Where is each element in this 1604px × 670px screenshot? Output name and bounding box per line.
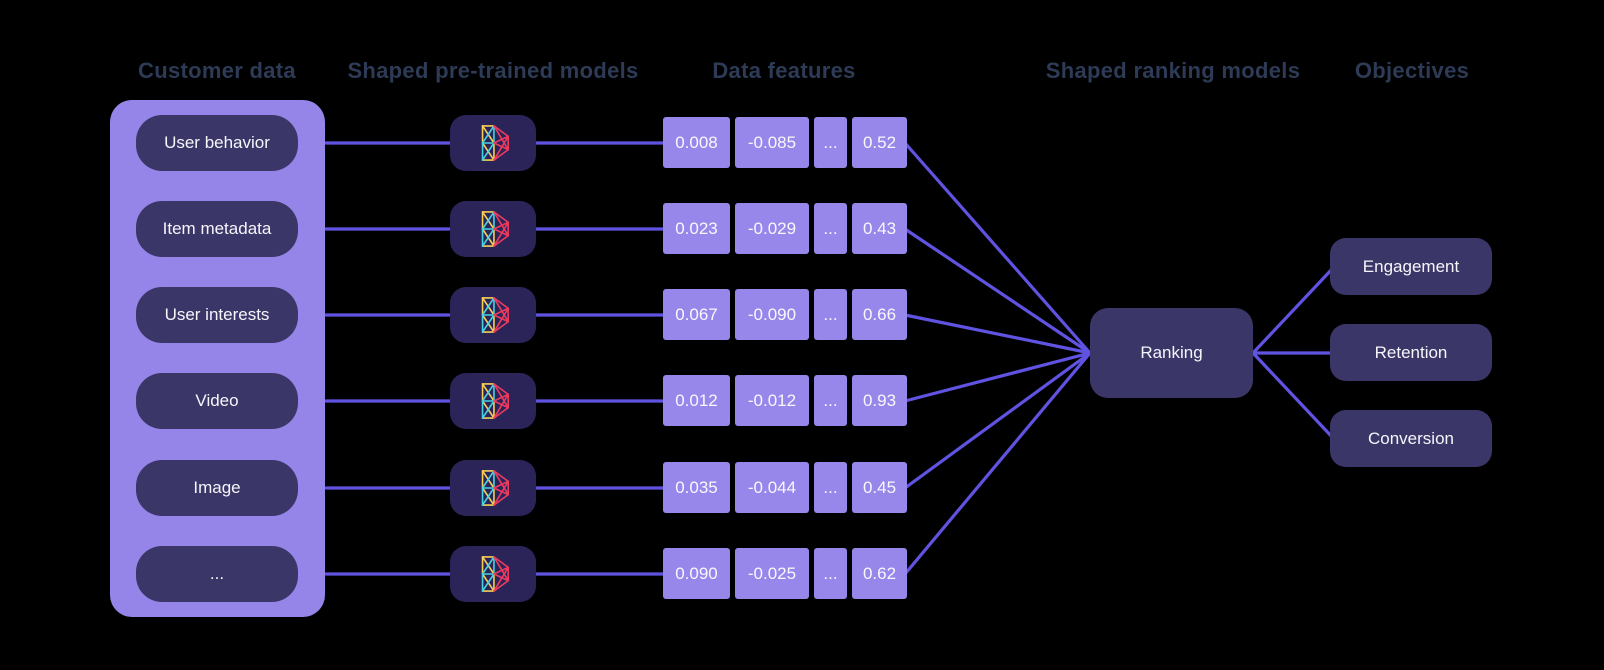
objective-box-conversion: Conversion <box>1330 410 1492 467</box>
neural-network-icon <box>474 553 512 595</box>
pretrained-model-box <box>450 373 536 429</box>
feature-cell: 0.090 <box>663 548 730 599</box>
feature-cell: -0.085 <box>735 117 809 168</box>
connector-line <box>903 351 1092 490</box>
neural-network-icon <box>474 380 512 422</box>
feature-cell-ellipsis: ... <box>814 462 847 513</box>
customer-data-item-user-interests: User interests <box>136 287 298 343</box>
feature-row: 0.035 -0.044 ... 0.45 <box>663 462 907 513</box>
feature-cell: 0.067 <box>663 289 730 340</box>
connector-line <box>903 351 1092 576</box>
feature-cell: 0.52 <box>852 117 907 168</box>
neural-network-icon <box>474 122 512 164</box>
customer-data-item-image: Image <box>136 460 298 516</box>
feature-cell: 0.93 <box>852 375 907 426</box>
column-header-objectives: Objectives <box>1354 58 1470 83</box>
feature-cell-ellipsis: ... <box>814 548 847 599</box>
neural-network-icon <box>474 467 512 509</box>
column-header-data-features: Data features <box>712 58 856 83</box>
pretrained-model-box <box>450 115 536 171</box>
customer-data-item-item-metadata: Item metadata <box>136 201 298 257</box>
feature-row: 0.023 -0.029 ... 0.43 <box>663 203 907 254</box>
ranking-model-box: Ranking <box>1090 308 1253 398</box>
feature-cell: -0.090 <box>735 289 809 340</box>
customer-data-container <box>110 100 325 617</box>
objective-box-engagement: Engagement <box>1330 238 1492 295</box>
feature-row: 0.090 -0.025 ... 0.62 <box>663 548 907 599</box>
column-header-customer-data: Customer data <box>138 58 296 83</box>
neural-network-icon <box>474 208 512 250</box>
feature-cell: 0.023 <box>663 203 730 254</box>
feature-cell: 0.62 <box>852 548 907 599</box>
pretrained-model-box <box>450 287 536 343</box>
feature-row: 0.008 -0.085 ... 0.52 <box>663 117 907 168</box>
pretrained-model-box <box>450 546 536 602</box>
connector-line <box>903 351 1092 403</box>
customer-data-item-ellipsis: ... <box>136 546 298 602</box>
feature-cell: 0.012 <box>663 375 730 426</box>
feature-cell: 0.45 <box>852 462 907 513</box>
connector-line <box>1251 265 1336 355</box>
feature-cell: -0.044 <box>735 462 809 513</box>
feature-cell: -0.012 <box>735 375 809 426</box>
feature-cell: 0.035 <box>663 462 730 513</box>
objective-box-retention: Retention <box>1330 324 1492 381</box>
customer-data-item-user-behavior: User behavior <box>136 115 298 171</box>
connector-line <box>903 313 1092 355</box>
connector-line <box>903 227 1092 355</box>
feature-row: 0.067 -0.090 ... 0.66 <box>663 289 907 340</box>
feature-cell-ellipsis: ... <box>814 375 847 426</box>
connector-line <box>903 141 1092 355</box>
column-header-ranking-models: Shaped ranking models <box>1045 58 1301 83</box>
pretrained-model-box <box>450 460 536 516</box>
feature-cell: 0.66 <box>852 289 907 340</box>
pretrained-model-box <box>450 201 536 257</box>
feature-cell: -0.029 <box>735 203 809 254</box>
feature-cell-ellipsis: ... <box>814 203 847 254</box>
neural-network-icon <box>474 294 512 336</box>
connector-line <box>1251 351 1336 441</box>
feature-cell: 0.43 <box>852 203 907 254</box>
feature-cell: -0.025 <box>735 548 809 599</box>
column-header-pretrained-models: Shaped pre-trained models <box>347 58 639 83</box>
feature-cell-ellipsis: ... <box>814 289 847 340</box>
feature-row: 0.012 -0.012 ... 0.93 <box>663 375 907 426</box>
feature-cell: 0.008 <box>663 117 730 168</box>
feature-cell-ellipsis: ... <box>814 117 847 168</box>
customer-data-item-video: Video <box>136 373 298 429</box>
